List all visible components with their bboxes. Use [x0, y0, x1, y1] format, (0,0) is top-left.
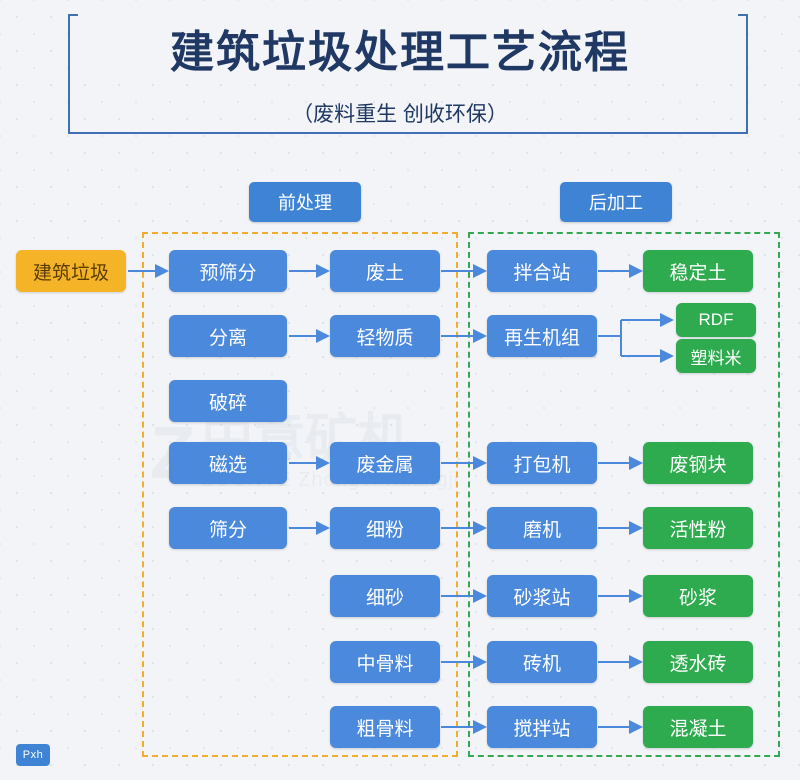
node-baler[interactable]: 打包机	[487, 442, 597, 484]
node-concrete[interactable]: 混凝土	[643, 706, 753, 748]
page-title: 建筑垃圾处理工艺流程	[170, 28, 630, 77]
node-mixing-station[interactable]: 拌合站	[487, 250, 597, 292]
node-separation[interactable]: 分离	[169, 315, 287, 357]
node-plastic-pellets[interactable]: 塑料米	[676, 339, 756, 373]
group-frame-pre	[142, 232, 458, 757]
node-active-powder[interactable]: 活性粉	[643, 507, 753, 549]
group-frame-post	[468, 232, 780, 757]
group-label-pre: 前处理	[249, 182, 361, 222]
node-coarse-aggregate[interactable]: 粗骨料	[330, 706, 440, 748]
node-concrete-batching-station[interactable]: 搅拌站	[487, 706, 597, 748]
node-crushing[interactable]: 破碎	[169, 380, 287, 422]
node-fine-sand[interactable]: 细砂	[330, 575, 440, 617]
node-scrap-steel-block[interactable]: 废钢块	[643, 442, 753, 484]
node-source-construction-waste[interactable]: 建筑垃圾	[16, 250, 126, 292]
node-brick-machine[interactable]: 砖机	[487, 641, 597, 683]
node-screening[interactable]: 筛分	[169, 507, 287, 549]
node-fine-powder[interactable]: 细粉	[330, 507, 440, 549]
node-stabilized-soil[interactable]: 稳定土	[643, 250, 753, 292]
node-recycling-unit[interactable]: 再生机组	[487, 315, 597, 357]
node-waste-soil[interactable]: 废土	[330, 250, 440, 292]
node-medium-aggregate[interactable]: 中骨料	[330, 641, 440, 683]
node-rdf[interactable]: RDF	[676, 303, 756, 337]
page-subtitle: （废料重生 创收环保）	[292, 103, 508, 126]
node-pre-screening[interactable]: 预筛分	[169, 250, 287, 292]
node-scrap-metal[interactable]: 废金属	[330, 442, 440, 484]
pxh-badge: Pxh	[16, 744, 50, 766]
node-magnetic-separation[interactable]: 磁选	[169, 442, 287, 484]
node-light-material[interactable]: 轻物质	[330, 315, 440, 357]
node-grinding-mill[interactable]: 磨机	[487, 507, 597, 549]
node-permeable-brick[interactable]: 透水砖	[643, 641, 753, 683]
node-mortar-station[interactable]: 砂浆站	[487, 575, 597, 617]
node-mortar[interactable]: 砂浆	[643, 575, 753, 617]
group-label-post: 后加工	[560, 182, 672, 222]
